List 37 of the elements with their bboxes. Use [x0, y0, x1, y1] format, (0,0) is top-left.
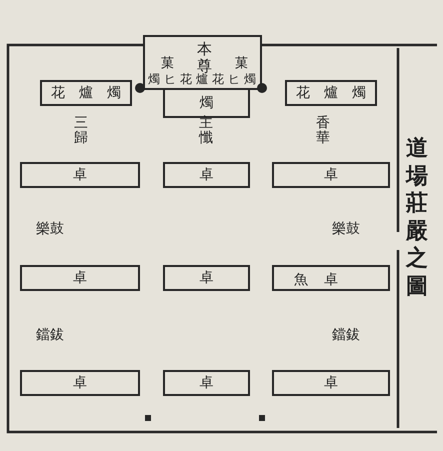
table-label: 卓	[200, 168, 214, 182]
table-label: 卓	[73, 271, 87, 285]
instrument-label: 鐺鈸	[332, 328, 360, 342]
offering-label: 花爐燭	[295, 86, 380, 100]
table	[20, 370, 140, 396]
table	[20, 265, 140, 291]
table	[20, 162, 140, 188]
seat-label: 主懺	[199, 116, 213, 147]
table-label: 魚	[294, 273, 308, 287]
title: 道場莊嚴之圖	[406, 135, 428, 300]
table	[272, 265, 390, 291]
altar-label: 本尊	[197, 41, 212, 74]
table-label: 卓	[324, 273, 338, 287]
altar-label: 燭ヒ花爐花ヒ燭	[148, 73, 260, 85]
instrument-label: 樂鼓	[332, 222, 360, 236]
instrument-label: 鐺鈸	[36, 328, 64, 342]
table	[272, 370, 390, 396]
altar-label: 菓	[235, 57, 248, 70]
seat-label: 香華	[316, 116, 330, 147]
instrument-label: 樂鼓	[36, 222, 64, 236]
candle-label: 燭	[200, 96, 214, 110]
table-label: 卓	[200, 271, 214, 285]
table	[163, 370, 250, 396]
offering-label: 花爐燭	[50, 86, 135, 100]
altar-label: 菓	[161, 57, 174, 70]
table-label: 卓	[73, 376, 87, 390]
offering-table	[285, 80, 377, 106]
table	[163, 162, 250, 188]
table	[163, 265, 250, 291]
offering-table	[40, 80, 132, 106]
table-label: 卓	[324, 376, 338, 390]
table-label: 卓	[73, 168, 87, 182]
table	[272, 162, 390, 188]
table-label: 卓	[324, 168, 338, 182]
seat-label: 三歸	[74, 116, 88, 147]
altar-table	[143, 35, 262, 90]
table-label: 卓	[200, 376, 214, 390]
